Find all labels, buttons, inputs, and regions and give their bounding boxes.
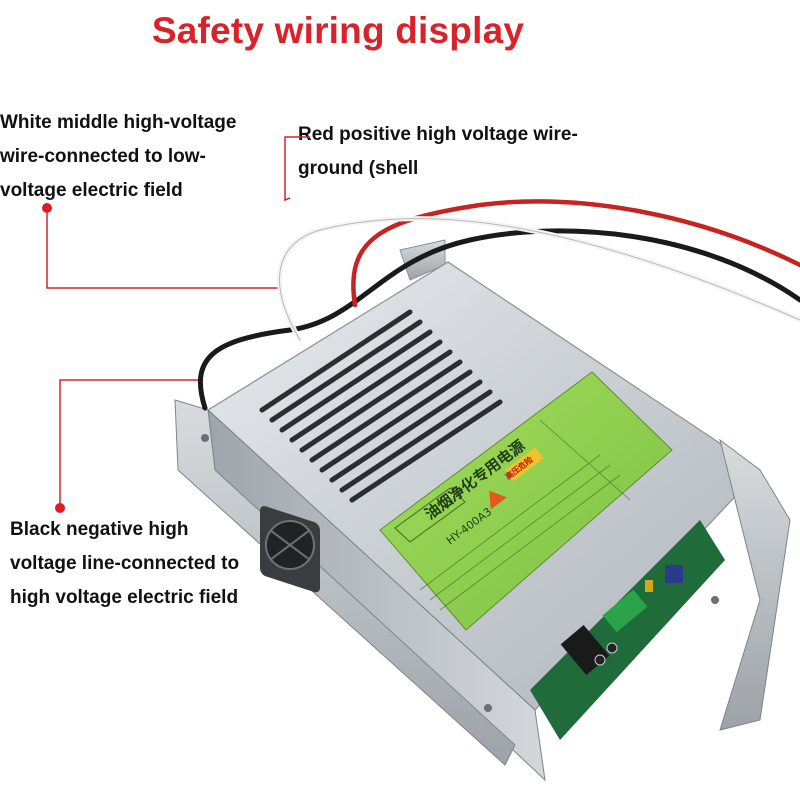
black-leader-line <box>59 379 200 510</box>
black-wire-label-line-1: Black negative high <box>10 519 189 540</box>
screw-left-bottom <box>484 704 492 712</box>
left-flange <box>174 399 516 766</box>
black-wire <box>198 228 800 411</box>
black-wire-marker <box>55 503 65 513</box>
red-leader-line <box>284 136 310 202</box>
red-wire-label-line-1: Red positive high voltage wire- <box>298 124 578 145</box>
terminal-block <box>602 589 648 633</box>
wires <box>198 199 800 411</box>
white-wire-label-line-2: wire-connected to low- <box>0 146 206 167</box>
red-wire <box>351 199 800 308</box>
vent-grille <box>259 309 503 503</box>
black-wire-label-line-3: high voltage electric field <box>10 587 239 608</box>
white-leader-line <box>46 208 280 289</box>
page-title: Safety wiring display <box>151 10 525 51</box>
black-wire-label: Black negative high voltage line-connect… <box>10 513 280 615</box>
black-wire-label-line-2: voltage line-connected to <box>10 553 240 574</box>
fan-grille <box>260 506 320 593</box>
leader-lines <box>46 136 310 510</box>
red-wire-label-line-2: ground (shell <box>298 158 419 179</box>
circuit-board <box>530 520 725 740</box>
white-wire-label: White middle high-voltage wire-connected… <box>0 106 270 208</box>
screw-left-top <box>201 434 209 442</box>
white-wire-marker <box>42 203 52 213</box>
warning-icon <box>489 490 507 510</box>
white-wire-label-line-1: White middle high-voltage <box>0 112 237 133</box>
white-wire-label-line-3: voltage electric field <box>0 180 183 201</box>
screw-right <box>711 596 719 604</box>
right-flange <box>719 438 791 731</box>
red-wire-label: Red positive high voltage wire- ground (… <box>298 118 628 186</box>
